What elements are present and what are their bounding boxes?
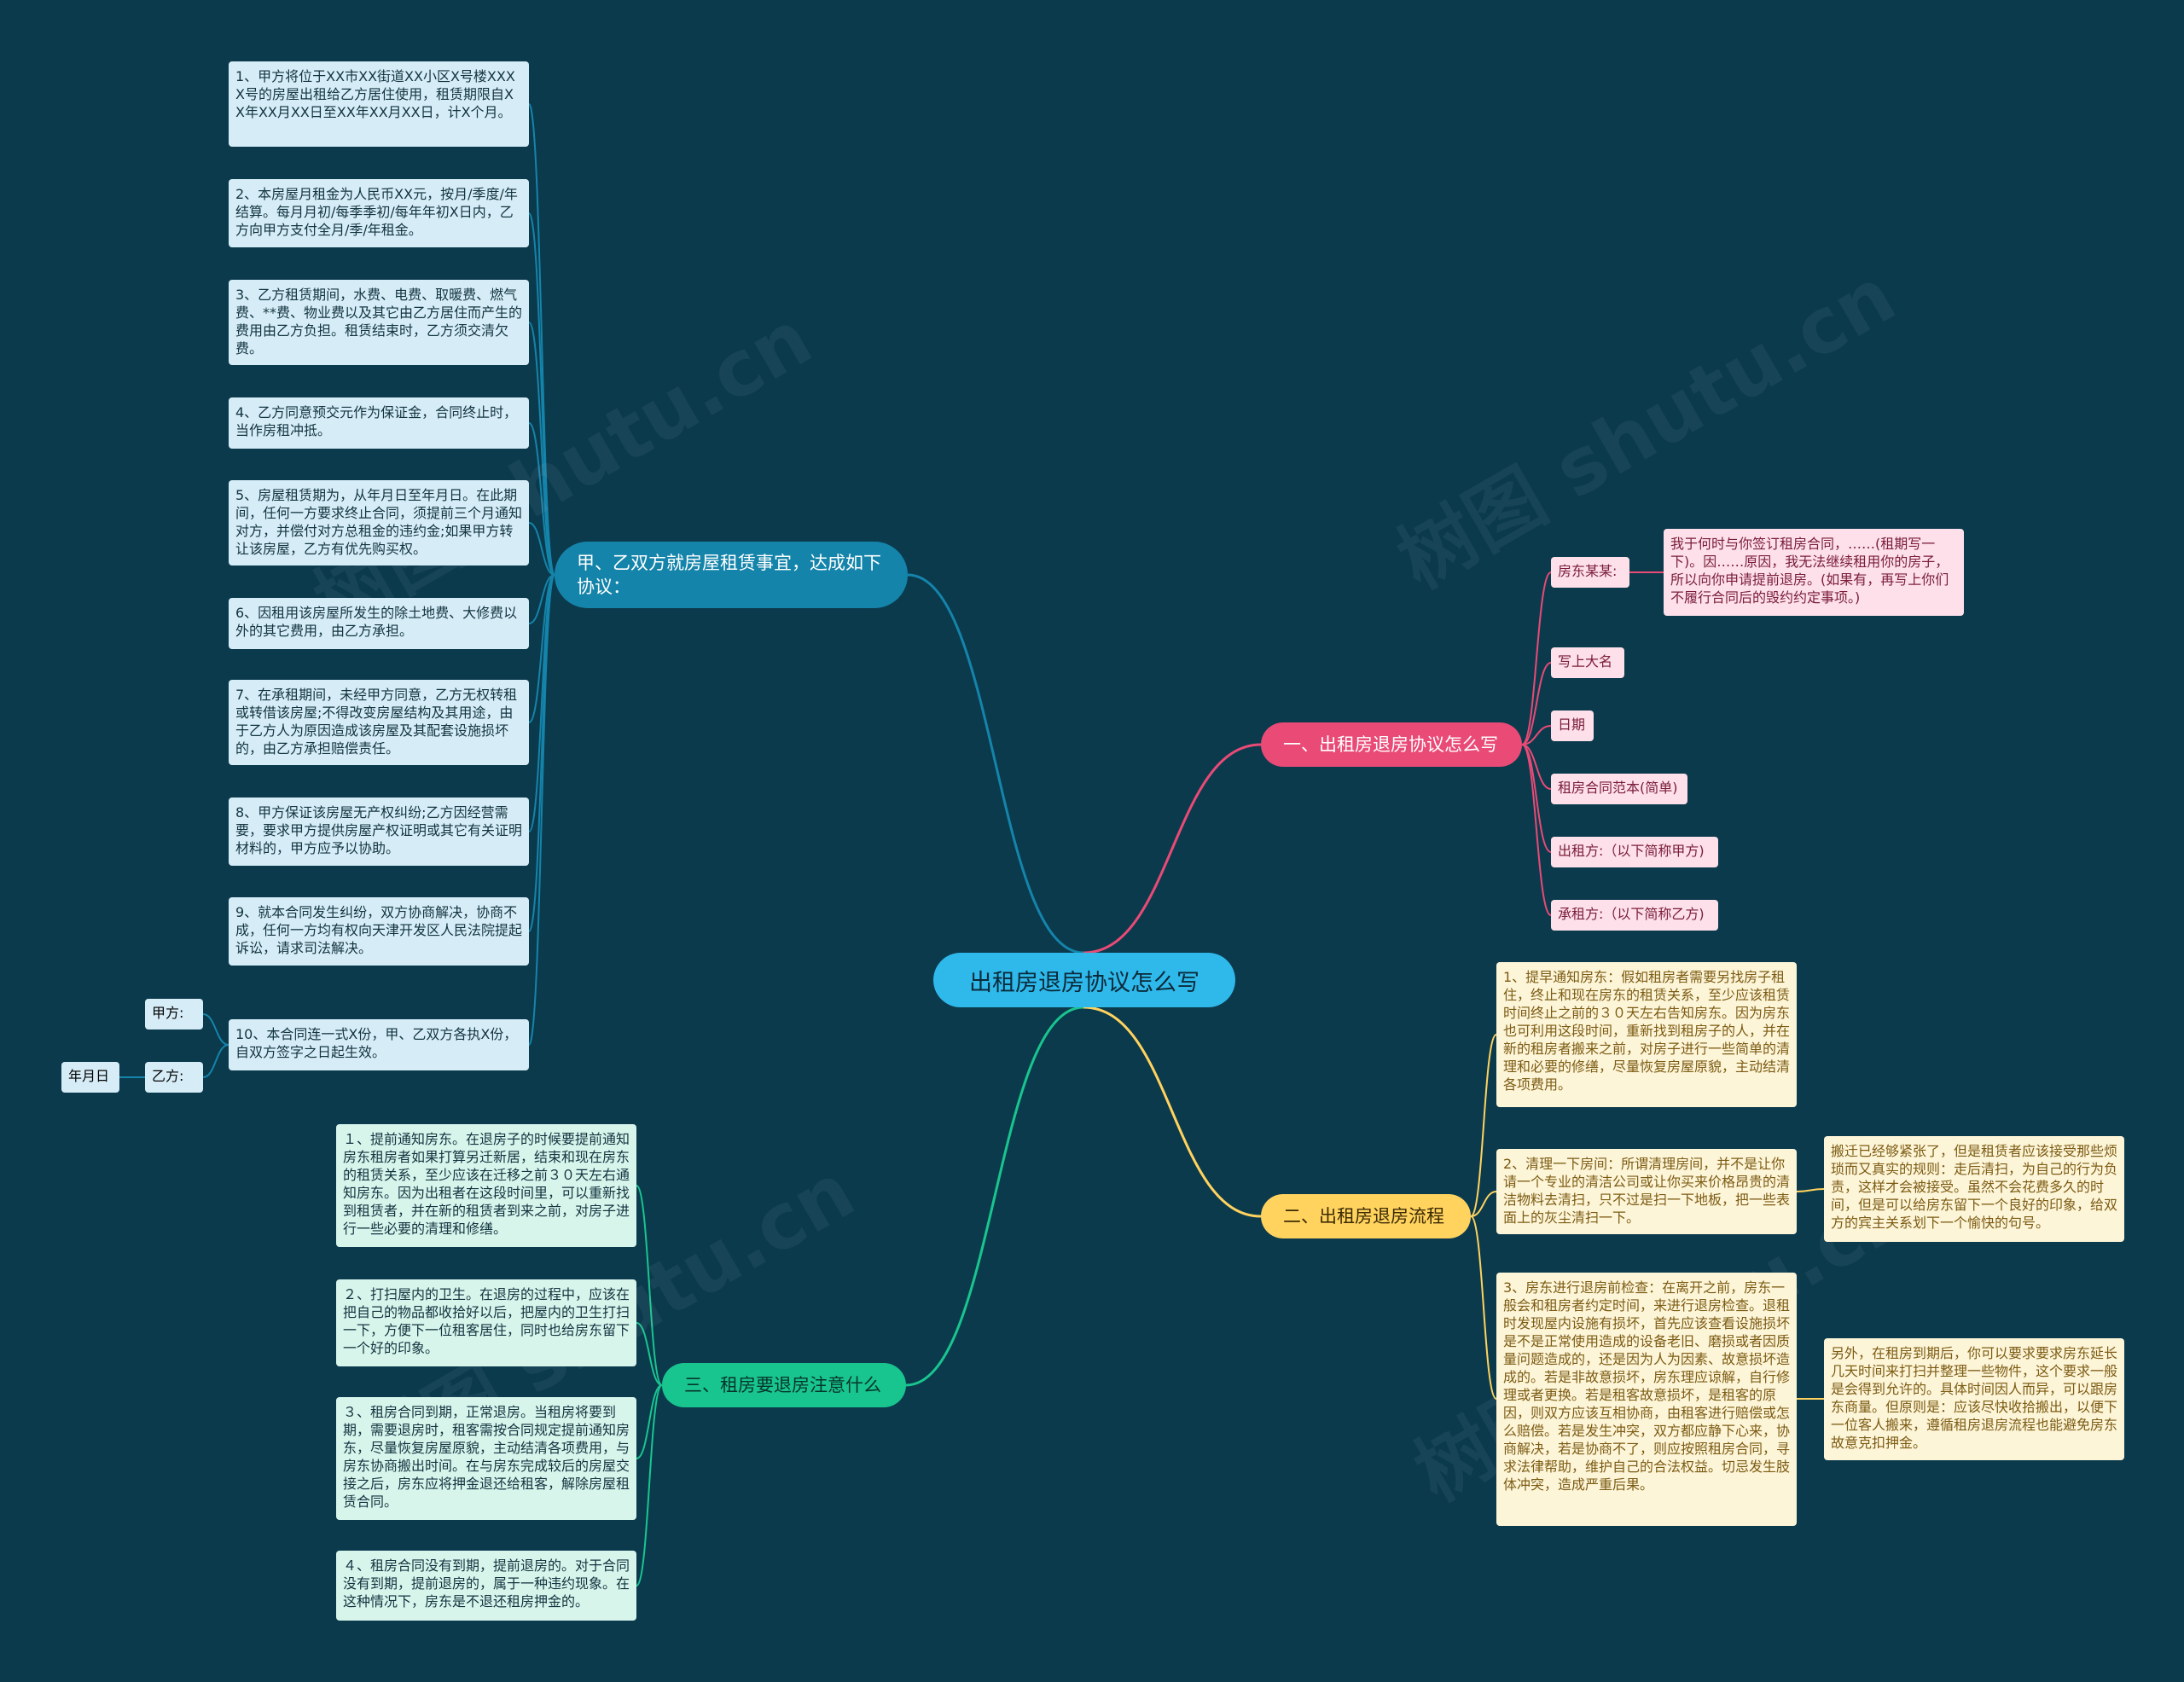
connector-line — [528, 322, 555, 576]
connector-line — [636, 1185, 663, 1386]
connector-line — [528, 574, 555, 1046]
connector-line — [528, 212, 555, 576]
term-item[interactable]: 9、就本合同发生纠纷，双方协商解决，协商不成，任何一方均有权向天津开发区人民法院… — [229, 897, 529, 966]
connector-line — [907, 573, 1084, 954]
branch-title: 一、出租房退房协议怎么写 — [1283, 734, 1498, 755]
connector-line — [1470, 1034, 1497, 1217]
lessor-item[interactable]: 出租方:（以下简称甲方) — [1551, 837, 1718, 867]
process-step[interactable]: 1、提早通知房东：假如租房者需要另找房子租住，终止和现在房东的租赁关系，至少应该… — [1496, 962, 1797, 1107]
connector-line — [1521, 744, 1552, 916]
term-item[interactable]: 7、在承租期间，未经甲方同意，乙方无权转租或转借该房屋;不得改变房屋结构及其用途… — [229, 680, 529, 765]
term-item[interactable]: 3、乙方租赁期间，水费、电费、取暖费、燃气费、**费、物业费以及其它由乙方居住而… — [229, 280, 529, 365]
party-b-signature[interactable]: 乙方: — [145, 1062, 203, 1093]
process-step[interactable]: 2、清理一下房间：所谓清理房间，并不是让你请一个专业的清洁公司或让你买来价格昂贵… — [1496, 1149, 1797, 1234]
connector-line — [1470, 1191, 1497, 1217]
note-item[interactable]: ３、租房合同到期，正常退房。当租房将要到期，需要退房时，租客需按合同规定提前通知… — [336, 1397, 636, 1520]
connector-line — [905, 1006, 1084, 1387]
connector-line — [636, 1322, 663, 1386]
connector-line — [1083, 1006, 1262, 1218]
process-step[interactable]: 3、房东进行退房前检查：在离开之前，房东一般会和租房者约定时间，来进行退房检查。… — [1496, 1273, 1797, 1526]
signature-item[interactable]: 写上大名 — [1551, 647, 1624, 678]
branch-agreement-terms[interactable]: 甲、乙双方就房屋租赁事宜，达成如下协议： — [555, 542, 908, 608]
note-item[interactable]: １、提前通知房东。在退房子的时候要提前通知房东租房者如果打算另迁新居，结束和现在… — [336, 1124, 636, 1247]
connector-line — [528, 574, 555, 723]
contract-template-item[interactable]: 租房合同范本(简单) — [1551, 774, 1687, 804]
term-item[interactable]: 8、甲方保证该房屋无产权纠纷;乙方因经营需要，要求甲方提供房屋产权证明或其它有关… — [229, 798, 529, 866]
branch-title: 甲、乙双方就房屋租赁事宜，达成如下协议： — [577, 553, 881, 597]
landlord-item[interactable]: 房东某某: — [1551, 557, 1629, 588]
party-a-signature[interactable]: 甲方: — [145, 999, 203, 1030]
connector-line — [202, 1044, 229, 1078]
date-item[interactable]: 日期 — [1551, 710, 1594, 741]
connector-line — [636, 1384, 663, 1459]
connector-line — [1470, 1215, 1497, 1400]
process-note[interactable]: 另外，在租房到期后，你可以要求要求房东延长几天时间来打扫并整理一些物件，这个要求… — [1824, 1338, 2124, 1460]
branch-checkout-notes[interactable]: 三、租房要退房注意什么 — [662, 1363, 906, 1407]
branch-title: 二、出租房退房流程 — [1283, 1206, 1444, 1227]
note-item[interactable]: ２、打扫屋内的卫生。在退房的过程中，应该在把自己的物品都收拾好以后，把屋内的卫生… — [336, 1279, 636, 1366]
branch-title: 三、租房要退房注意什么 — [684, 1375, 881, 1395]
lessee-item[interactable]: 承租方:（以下简称乙方) — [1551, 900, 1718, 931]
connector-line — [1083, 743, 1262, 954]
term-item[interactable]: 2、本房屋月租金为人民币XX元，按月/季度/年结算。每月月初/每季季初/每年年初… — [229, 179, 529, 247]
connector-line — [1521, 744, 1552, 790]
process-note[interactable]: 搬迁已经够紧张了，但是租赁者应该接受那些烦琐而又真实的规则：走后清扫，为自己的行… — [1824, 1136, 2124, 1242]
term-item[interactable]: 4、乙方同意预交元作为保证金，合同终止时，当作房租冲抵。 — [229, 397, 529, 449]
term-item[interactable]: 1、甲方将位于XX市XX街道XX小区X号楼XXXX号的房屋出租给乙方居住使用，租… — [229, 61, 529, 147]
connector-line — [528, 422, 555, 576]
connector-line — [528, 574, 555, 932]
note-item[interactable]: ４、租房合同没有到期，提前退房的。对于合同没有到期，提前退房的，属于一种违约现象… — [336, 1551, 636, 1621]
connector-line — [1796, 1188, 1825, 1192]
connector-line — [202, 1013, 229, 1046]
root-title: 出租房退房协议怎么写 — [969, 969, 1199, 996]
term-item[interactable]: 5、房屋租赁期为，从年月日至年月日。在此期间，任何一方要求终止合同，须提前三个月… — [229, 480, 529, 566]
connector-line — [1521, 571, 1552, 745]
landlord-note[interactable]: 我于何时与你签订租房合同，……(租期写一下)。因……原因，我无法继续租用你的房子… — [1664, 529, 1964, 616]
root-topic[interactable]: 出租房退房协议怎么写 — [933, 953, 1235, 1007]
connector-line — [636, 1384, 663, 1586]
signing-date[interactable]: 年月日 — [61, 1062, 119, 1093]
branch-how-to-write[interactable]: 一、出租房退房协议怎么写 — [1261, 722, 1522, 767]
connector-line — [1521, 662, 1552, 745]
connector-line — [528, 574, 555, 624]
connector-line — [528, 522, 555, 576]
term-item[interactable]: 6、因租用该房屋所发生的除土地费、大修费以外的其它费用，由乙方承担。 — [229, 598, 529, 649]
term-item[interactable]: 10、本合同连一式X份，甲、乙双方各执X份，自双方签字之日起生效。 — [229, 1019, 529, 1070]
connector-line — [1521, 725, 1552, 745]
branch-checkout-process[interactable]: 二、出租房退房流程 — [1261, 1194, 1471, 1238]
